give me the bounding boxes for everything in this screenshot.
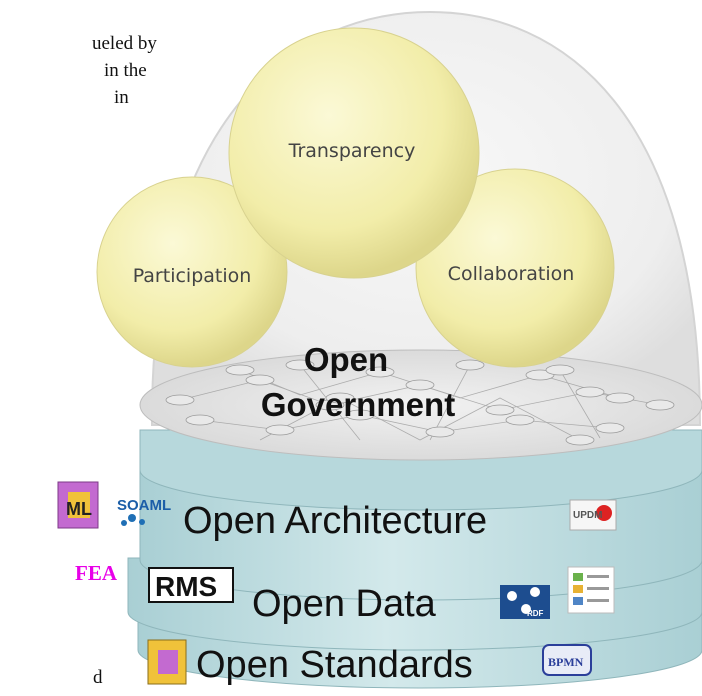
ml-logo: ML xyxy=(57,481,99,529)
text-line-3: in xyxy=(114,87,129,108)
network-disc-top xyxy=(139,349,702,461)
bpmn-logo: BPMN xyxy=(542,644,592,676)
sphere-participation xyxy=(96,176,288,368)
label-open-data: Open Data xyxy=(252,583,437,625)
svg-text:ML: ML xyxy=(66,499,92,519)
svg-text:BPMN: BPMN xyxy=(548,655,584,669)
document-graphic-icon xyxy=(567,566,615,614)
updm-logo: UPDM xyxy=(569,499,617,531)
sphere-label-participation: Participation xyxy=(133,265,252,287)
text-line-bottom: d xyxy=(93,667,103,688)
svg-text:RDF: RDF xyxy=(527,609,544,618)
text-line-2: in the xyxy=(104,60,147,81)
soaml-logo: SOAML xyxy=(117,497,171,526)
title-open: Open xyxy=(304,341,388,378)
title-government: Government xyxy=(261,386,455,423)
svg-text:SOAML: SOAML xyxy=(117,497,171,514)
text-line-1: ueled by xyxy=(92,33,157,54)
rms-logo: RMS xyxy=(148,567,234,603)
svg-text:RMS: RMS xyxy=(155,571,217,602)
sphere-collaboration xyxy=(415,168,615,368)
rdf-logo: RDF xyxy=(500,585,550,619)
svg-text:UPDM: UPDM xyxy=(573,510,602,521)
uml-cube-logo xyxy=(147,639,187,685)
sphere-label-collaboration: Collaboration xyxy=(448,263,575,285)
sphere-label-transparency: Transparency xyxy=(288,140,416,162)
label-open-standards: Open Standards xyxy=(196,644,473,686)
sphere-transparency xyxy=(228,27,480,279)
label-open-architecture: Open Architecture xyxy=(183,500,487,542)
fea-logo: FEA xyxy=(75,561,118,585)
